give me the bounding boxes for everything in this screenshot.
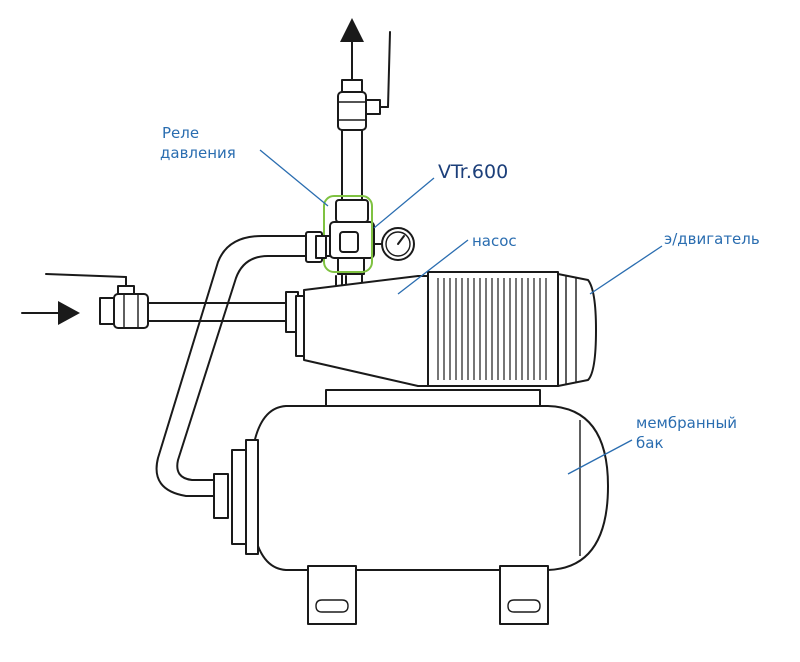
tank-label-line1: мембранный — [636, 414, 737, 432]
leader-tank — [567, 439, 633, 475]
relay-highlight-box — [323, 195, 373, 273]
electric-motor — [427, 271, 597, 387]
pressure-relay-label-line2: давления — [160, 144, 236, 162]
inlet-arrow-icon — [21, 301, 80, 325]
leader-model — [373, 177, 435, 229]
tank-foot-right — [499, 565, 549, 625]
outlet-ball-valve — [337, 31, 391, 131]
pump-label: насос — [472, 232, 517, 250]
pump-housing — [295, 275, 431, 387]
suction-pipe — [147, 291, 299, 333]
tank-label-line2: бак — [636, 434, 664, 452]
leader-motor — [589, 245, 663, 295]
bypass-pipe — [155, 231, 331, 497]
vertical-riser-pipe — [341, 129, 363, 201]
motor-label: э/двигатель — [664, 230, 760, 248]
outlet-arrow-icon — [340, 18, 364, 81]
pressure-relay-label-line1: Реле — [162, 124, 199, 142]
inlet-ball-valve — [45, 273, 149, 329]
pressure-relay-fitting — [329, 199, 375, 285]
pressure-gauge-icon — [373, 227, 415, 261]
leader-pump — [397, 239, 469, 295]
membrane-tank — [213, 405, 609, 571]
model-label: VTr.600 — [438, 161, 508, 183]
leader-pressure-relay — [259, 149, 329, 207]
motor-cooling-fins — [437, 278, 547, 380]
tank-foot-left — [307, 565, 357, 625]
